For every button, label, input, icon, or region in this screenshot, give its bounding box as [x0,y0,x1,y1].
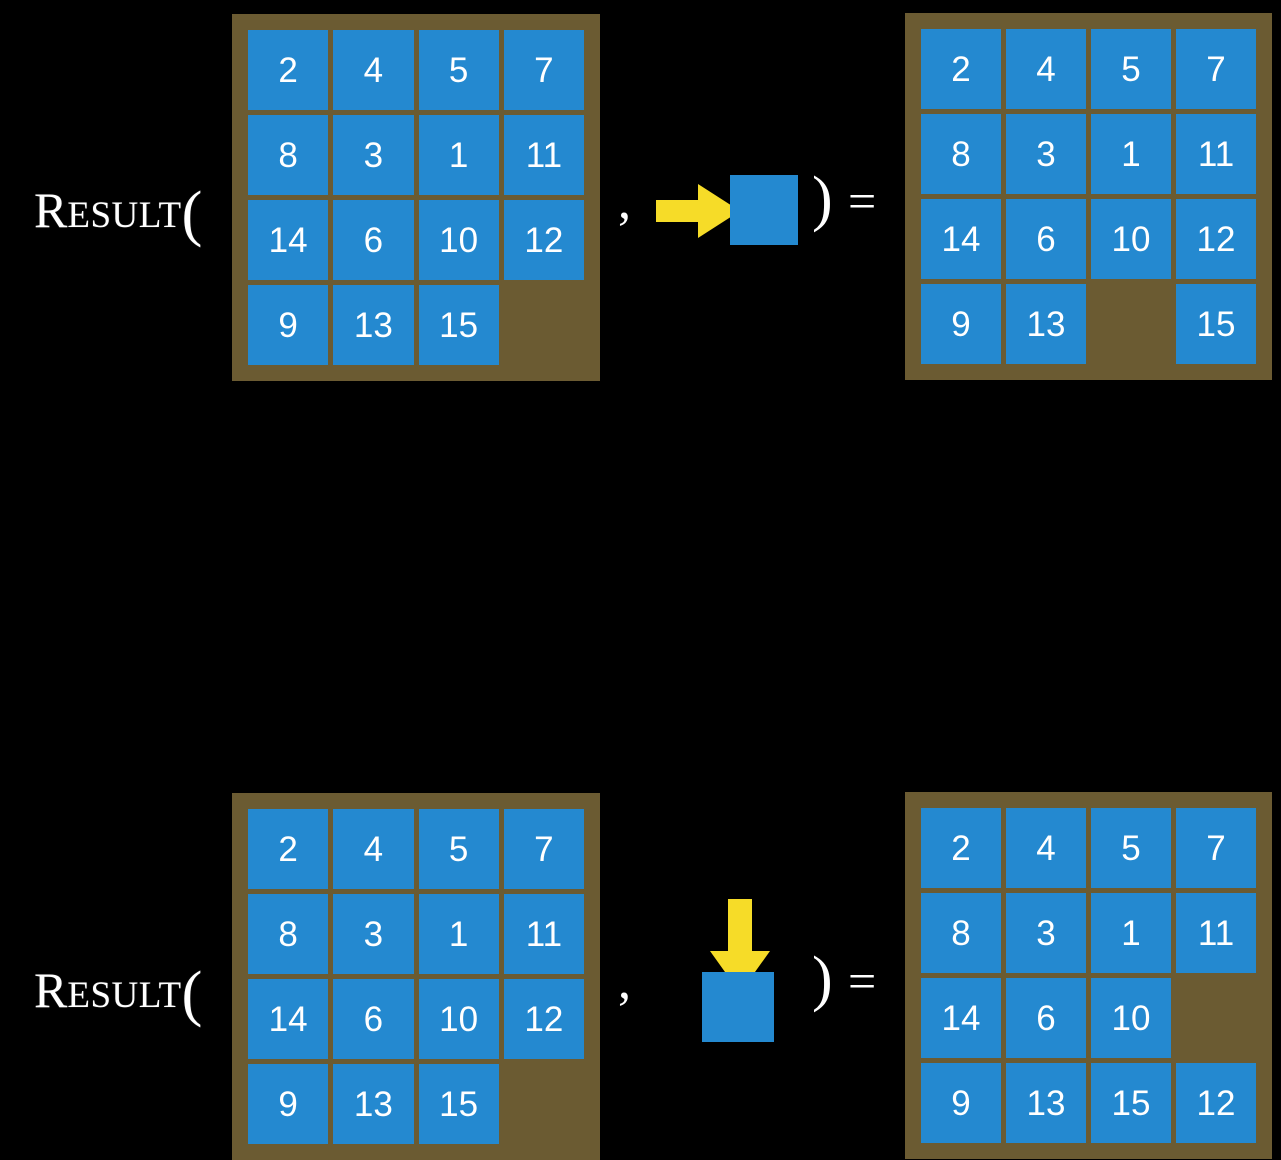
move-down-glyph[interactable] [690,895,800,1055]
output-board-row-1[interactable]: 2 4 5 7 8 3 1 11 14 6 10 12 9 13 15 [905,13,1272,380]
tile[interactable]: 15 [1176,284,1256,364]
result-function-label-row-1: RESULT( [34,176,202,245]
tile[interactable]: 10 [1091,978,1171,1058]
blank-tile [1176,978,1256,1058]
close-paren-row-1: ) [812,165,833,233]
tile[interactable]: 10 [418,979,499,1059]
result-label-capital: R [34,962,68,1018]
tile[interactable]: 1 [418,115,499,195]
equals-sign-row-2: = [848,953,877,1009]
tile[interactable]: 8 [921,114,1001,194]
result-label-smallcaps: ESULT [67,975,182,1016]
open-paren: ( [181,960,203,1028]
tile[interactable]: 6 [1006,199,1086,279]
tile[interactable]: 12 [503,979,584,1059]
tile[interactable]: 9 [921,1063,1001,1143]
tile[interactable]: 6 [333,979,414,1059]
tile[interactable]: 2 [248,30,329,110]
tile[interactable]: 1 [418,894,499,974]
tile[interactable]: 5 [1091,808,1171,888]
tile[interactable]: 6 [333,200,414,280]
result-label-smallcaps: ESULT [67,195,182,236]
tile[interactable]: 7 [1176,29,1256,109]
arrow-right-icon [656,184,740,238]
input-board-row-1[interactable]: 2 4 5 7 8 3 1 11 14 6 10 12 9 13 15 [232,14,600,381]
tile[interactable]: 14 [248,200,329,280]
move-right-glyph[interactable] [650,170,810,252]
comma-separator-row-1: , [618,173,631,230]
tile[interactable]: 13 [333,285,414,365]
tile[interactable]: 8 [921,893,1001,973]
tile[interactable]: 1 [1091,893,1171,973]
equation-row-1: RESULT( 2 4 5 7 8 3 1 11 14 6 10 12 9 13… [0,0,1281,390]
tile[interactable]: 11 [503,115,584,195]
tile[interactable]: 3 [333,894,414,974]
tile[interactable]: 14 [248,979,329,1059]
tile[interactable]: 14 [921,199,1001,279]
tile[interactable]: 15 [418,285,499,365]
result-label-capital: R [34,182,68,238]
comma-separator-row-2: , [618,953,631,1010]
tile[interactable]: 9 [248,1064,329,1144]
output-board-row-2[interactable]: 2 4 5 7 8 3 1 11 14 6 10 9 13 15 12 [905,792,1272,1159]
equation-row-2: RESULT( 2 4 5 7 8 3 1 11 14 6 10 12 9 13… [0,390,1281,1160]
tile[interactable]: 7 [1176,808,1256,888]
tile[interactable]: 8 [248,894,329,974]
move-tile[interactable] [702,972,774,1042]
tile[interactable]: 12 [503,200,584,280]
tile[interactable]: 8 [248,115,329,195]
blank-tile [1091,284,1171,364]
tile[interactable]: 10 [418,200,499,280]
tile[interactable]: 4 [333,30,414,110]
blank-tile [504,285,584,365]
tile[interactable]: 5 [418,30,499,110]
blank-tile [504,1064,584,1144]
tile[interactable]: 13 [333,1064,414,1144]
tile[interactable]: 2 [921,808,1001,888]
tile[interactable]: 2 [248,809,329,889]
tile[interactable]: 3 [1006,114,1086,194]
tile[interactable]: 3 [1006,893,1086,973]
tile[interactable]: 5 [1091,29,1171,109]
tile[interactable]: 7 [503,809,584,889]
tile[interactable]: 10 [1091,199,1171,279]
result-function-label-row-2: RESULT( [34,956,202,1025]
tile[interactable]: 4 [333,809,414,889]
tile[interactable]: 1 [1091,114,1171,194]
tile[interactable]: 15 [418,1064,499,1144]
close-paren-row-2: ) [812,945,833,1013]
tile[interactable]: 11 [1176,114,1256,194]
tile[interactable]: 4 [1006,808,1086,888]
tile[interactable]: 3 [333,115,414,195]
equals-sign-row-1: = [848,173,877,229]
input-board-row-2[interactable]: 2 4 5 7 8 3 1 11 14 6 10 12 9 13 15 [232,793,600,1160]
tile[interactable]: 7 [503,30,584,110]
tile[interactable]: 9 [248,285,329,365]
tile[interactable]: 12 [1176,1063,1256,1143]
open-paren: ( [181,180,203,248]
move-tile[interactable] [730,175,798,245]
tile[interactable]: 11 [1176,893,1256,973]
tile[interactable]: 5 [418,809,499,889]
tile[interactable]: 13 [1006,284,1086,364]
tile[interactable]: 12 [1176,199,1256,279]
tile[interactable]: 15 [1091,1063,1171,1143]
tile[interactable]: 11 [503,894,584,974]
tile[interactable]: 4 [1006,29,1086,109]
tile[interactable]: 13 [1006,1063,1086,1143]
tile[interactable]: 2 [921,29,1001,109]
tile[interactable]: 6 [1006,978,1086,1058]
tile[interactable]: 9 [921,284,1001,364]
tile[interactable]: 14 [921,978,1001,1058]
